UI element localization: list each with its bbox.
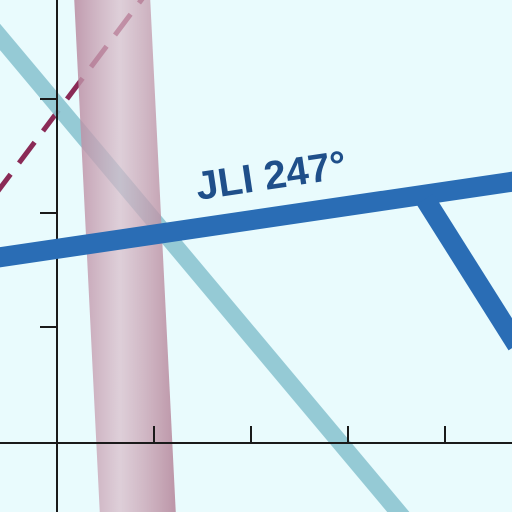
vertical-axis-ticks: [40, 98, 57, 328]
main-route: [0, 171, 512, 351]
main-route-line: [0, 171, 512, 268]
horizontal-axis-ticks: [153, 426, 446, 443]
secondary-route-line: [0, 23, 410, 512]
airspace-corridor: [74, 0, 176, 512]
route-branch-line: [416, 193, 512, 351]
